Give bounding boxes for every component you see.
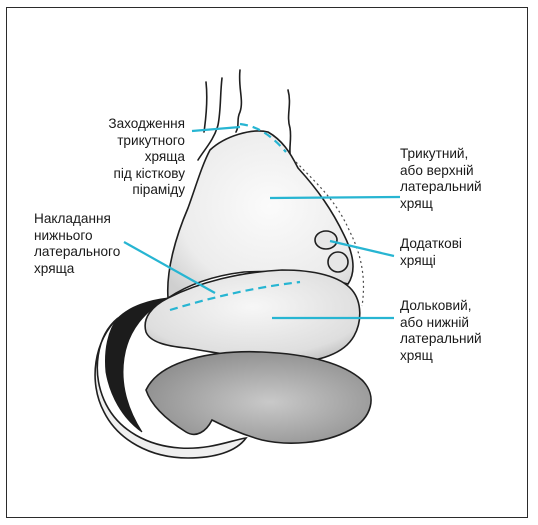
label-triangular-entry: Заходження трикутного хряща під кісткову… bbox=[84, 116, 185, 199]
label-triangular-upper: Трикутний, або верхній латеральний хрящ bbox=[400, 146, 518, 212]
leader-triangular-upper bbox=[270, 197, 400, 198]
label-overlap-lower: Накладання нижнього латерального хряща bbox=[34, 211, 149, 277]
nostril bbox=[146, 352, 371, 443]
label-lobular-lower: Дольковий, або нижній латеральний хрящ bbox=[400, 298, 518, 364]
label-accessory: Додаткові хрящі bbox=[400, 236, 500, 269]
